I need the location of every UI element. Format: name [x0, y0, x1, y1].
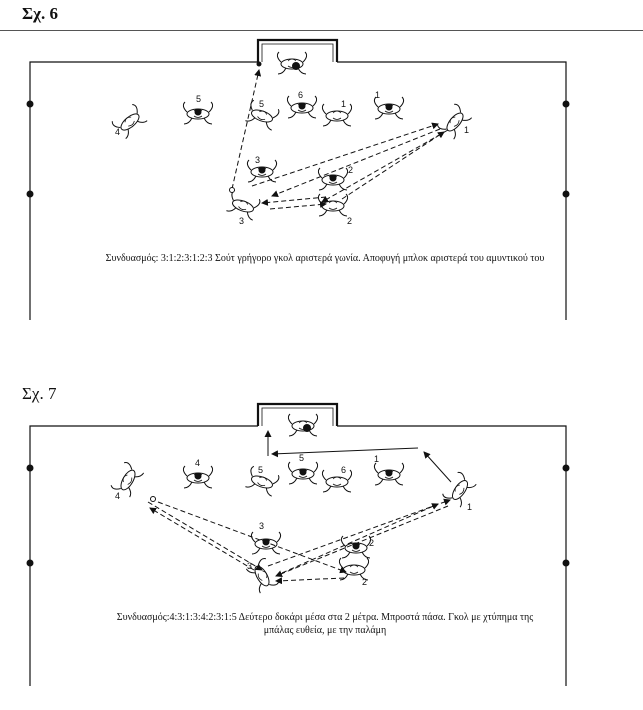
player-label: 2	[369, 538, 374, 548]
player-label: 2	[348, 165, 353, 175]
side-marker	[26, 464, 34, 472]
player-label: 4	[115, 127, 120, 137]
player-label: 4	[195, 458, 200, 468]
ball	[150, 496, 156, 502]
defender-4	[182, 465, 214, 489]
header-rule	[0, 30, 643, 31]
figure-6-caption: Συνδυασμός: 3:1:2:3:1:2:3 Σούτ γρήγορο γ…	[105, 253, 545, 264]
player-label: 3	[239, 216, 244, 226]
player-label: 3	[255, 155, 260, 165]
defender-3	[250, 531, 282, 555]
player-label: 5	[196, 94, 201, 104]
pass-arrow	[321, 129, 449, 203]
swim-path-arrow	[423, 451, 452, 483]
side-marker	[26, 559, 34, 567]
side-marker	[562, 464, 570, 472]
pass-arrow	[275, 505, 449, 577]
player-label: 1	[374, 454, 379, 464]
side-marker	[562, 559, 570, 567]
defender-1	[373, 462, 405, 486]
player-label: 5	[299, 453, 304, 463]
pool-boundary	[29, 61, 567, 320]
court-diagram-7: 4 4 5 5 6 1 1 3 2 3 2	[26, 402, 570, 686]
side-marker	[26, 190, 34, 198]
pass-arrow	[269, 201, 327, 210]
figure-7-caption: Συνδυασμός:4:3:1:3:4:2:3:1:5 Δεύτερο δοκ…	[116, 612, 534, 636]
player-label: 1	[375, 90, 380, 100]
player-label: 2	[347, 216, 352, 226]
ball	[229, 187, 235, 193]
player-label: 3	[247, 561, 252, 571]
defender-2	[340, 535, 372, 559]
player-label: 1	[467, 502, 472, 512]
pool-boundary	[29, 425, 567, 686]
player-label: 1	[464, 125, 469, 135]
goalkeeper	[287, 413, 319, 437]
defender-3	[246, 159, 278, 183]
defender-5a	[182, 101, 214, 125]
swim-path-arrow	[271, 447, 419, 458]
pass-arrow	[149, 507, 255, 571]
defender-5b	[287, 461, 319, 485]
defender-6	[321, 469, 353, 493]
pass-arrow	[267, 498, 451, 567]
player-label: 5	[258, 465, 263, 475]
player-label: 4	[115, 491, 120, 501]
pass-arrow	[275, 577, 345, 585]
goal-frame	[256, 38, 339, 62]
defender-5c	[286, 95, 318, 119]
player-label: 6	[341, 465, 346, 475]
figure-6-title: Σχ. 6	[22, 4, 58, 23]
pass-arrow	[271, 128, 441, 198]
goal-frame	[256, 402, 339, 426]
player-label: 6	[298, 90, 303, 100]
pass-arrow	[147, 501, 263, 571]
pass-arrow	[157, 501, 347, 574]
goalkeeper	[276, 51, 308, 75]
pass-arrow	[261, 196, 327, 206]
player-label: 1	[341, 99, 346, 109]
side-marker	[562, 190, 570, 198]
player-label: 3	[259, 521, 264, 531]
shot-arrow	[231, 69, 262, 190]
pass-arrow	[251, 122, 439, 187]
figure-7-title: Σχ. 7	[22, 384, 57, 403]
side-marker	[562, 100, 570, 108]
defender-1	[373, 96, 405, 120]
pass-arrow	[281, 503, 439, 574]
defender-2	[317, 167, 349, 191]
defender-6	[321, 103, 353, 127]
ball-in-goal	[256, 61, 262, 67]
player-label: 5	[259, 99, 264, 109]
side-marker	[26, 100, 34, 108]
player-label: 2	[362, 577, 367, 587]
court-diagram-6: 4 5 5 6 1 1 1 3 2 3 2	[26, 38, 570, 320]
pass-arrow	[341, 131, 445, 200]
